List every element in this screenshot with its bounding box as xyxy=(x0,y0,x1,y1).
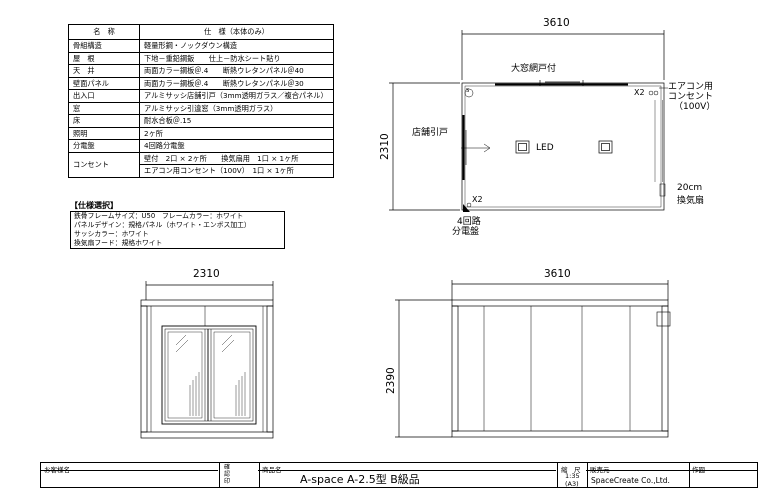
spec-key-outlet: コンセント xyxy=(68,151,140,178)
panel-label-1: 4回路 xyxy=(457,217,481,227)
drawing-divider xyxy=(688,470,758,471)
side-dim-width: 3610 xyxy=(544,268,571,280)
paper-size: (A3) xyxy=(565,480,579,488)
drawing-label: 作図 xyxy=(692,466,705,474)
spec-header-name: 名 称 xyxy=(68,24,140,40)
scale-cell: 縮 尺 1:35 (A3) xyxy=(557,463,588,488)
approval-cell: 確認印 xyxy=(219,463,260,487)
product-cell: 商品名 A-space A-2.5型 B級品 xyxy=(259,463,558,487)
scale-label: 縮 尺 xyxy=(561,466,581,474)
selection-line: パネルデザイン：規格パネル（ホワイト・エンボス加工） xyxy=(74,221,251,229)
side-elevation xyxy=(395,280,671,438)
spec-header-spec: 仕 様（本体のみ） xyxy=(139,24,334,40)
selection-line: 換気扇フード：規格ホワイト xyxy=(74,239,163,247)
spec-table: 名 称 仕 様（本体のみ） 骨組構造軽量形鋼・ノックダウン構造 屋 根下地－重鉛… xyxy=(68,24,334,178)
product-name: A-space A-2.5型 B級品 xyxy=(300,473,420,486)
front-elevation xyxy=(140,281,274,439)
plan-dim-depth: 2310 xyxy=(379,133,391,160)
x2-top-label: X2 xyxy=(634,88,645,97)
title-block: お客様名 確認印 商品名 A-space A-2.5型 B級品 縮 尺 1:35… xyxy=(40,462,758,488)
selection-line: 鉄骨フレームサイズ：U50 フレームカラー：ホワイト xyxy=(74,212,244,220)
product-label: 商品名 xyxy=(262,466,282,474)
door-label: 店舗引戸 xyxy=(412,128,449,138)
approval-label: 確認印 xyxy=(224,464,231,485)
drawing-cell: 作図 xyxy=(689,463,758,487)
switch-mark: S xyxy=(466,88,470,94)
scale-value: 1:35 xyxy=(565,472,580,480)
selection-box: 鉄骨フレームサイズ：U50 フレームカラー：ホワイト パネルデザイン：規格パネル… xyxy=(70,211,285,249)
outlet-label-3: （100V） xyxy=(674,102,716,112)
customer-divider xyxy=(40,470,218,471)
selection-line: サッシカラー：ホワイト xyxy=(74,230,149,238)
front-dim-width: 2310 xyxy=(193,268,220,280)
fan-label-2: 換気扇 xyxy=(677,196,705,206)
seller-name: SpaceCreate Co.,Ltd. xyxy=(591,476,670,485)
outlet-label-1: エアコン用 xyxy=(668,82,714,92)
led-label: LED xyxy=(536,143,554,153)
seller-divider xyxy=(586,470,688,471)
x2-bottom-label: X2 xyxy=(472,195,483,204)
spec-value-outlet-2: エアコン用コンセント（100V） 1口 × 1ヶ所 xyxy=(139,164,334,178)
window-label: 大窓網戸付 xyxy=(511,64,557,74)
fan-label-1: 20cm xyxy=(677,183,703,193)
selection-title: 【仕様選択】 xyxy=(70,201,118,210)
product-divider xyxy=(258,470,556,471)
panel-label-2: 分電盤 xyxy=(452,227,480,237)
plan-view xyxy=(389,30,668,211)
customer-label: お客様名 xyxy=(44,466,70,474)
seller-label: 販売元 xyxy=(590,466,610,474)
plan-dim-width: 3610 xyxy=(543,17,570,29)
side-dim-height: 2390 xyxy=(385,367,397,394)
outlet-label-2: コンセント xyxy=(668,92,714,102)
seller-cell: 販売元 SpaceCreate Co.,Ltd. xyxy=(587,463,690,487)
